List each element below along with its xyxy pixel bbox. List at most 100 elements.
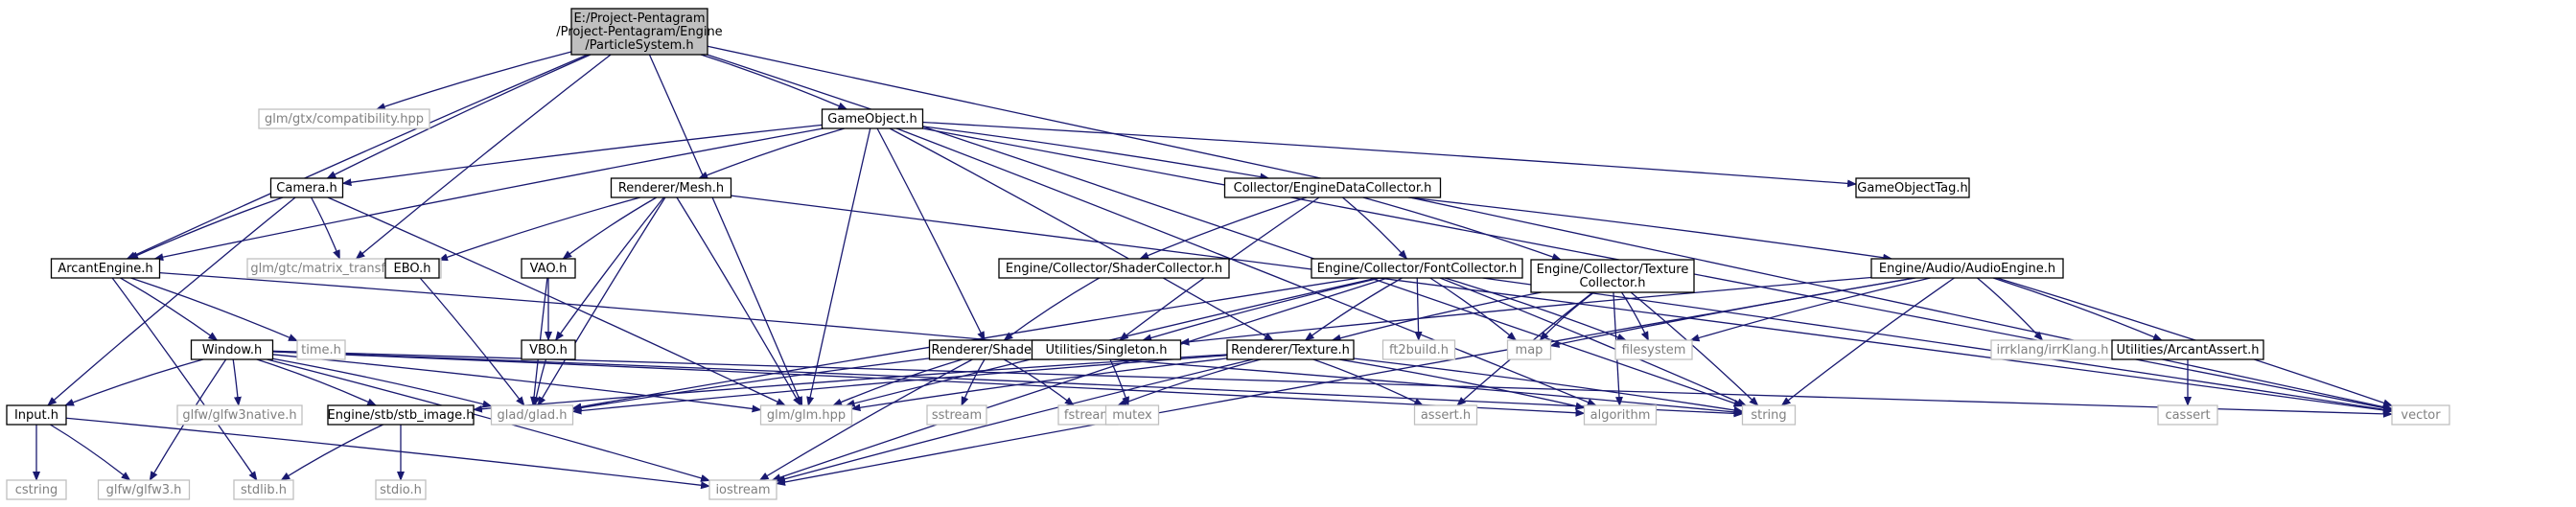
node-box <box>570 8 708 56</box>
node-box <box>490 404 574 426</box>
edge-enginedata-to-texturecollector <box>1362 196 1562 261</box>
node-box <box>258 108 430 129</box>
node-box <box>1741 404 1797 426</box>
node-box <box>1031 339 1182 360</box>
edge-shader-to-glad <box>571 357 930 412</box>
edge-window-to-glfw3native <box>232 358 242 406</box>
edge-root-to-gtcmatrix <box>355 54 612 260</box>
edge-mesh-to-vao <box>562 196 658 260</box>
edge-input-to-glfw3 <box>50 424 131 481</box>
edge-arcantengine-to-time <box>130 277 298 342</box>
node-box <box>521 339 576 360</box>
edge-gameobject-to-algorithm <box>896 127 1597 406</box>
edge-texture-to-glm <box>850 357 1228 412</box>
edge-window-to-algorithm <box>272 351 1586 417</box>
node-label: Renderer/Texture.h <box>1231 343 1350 357</box>
edge-fontcollector-to-string <box>1439 277 1747 406</box>
node-box <box>1226 339 1355 360</box>
node-box <box>926 404 987 426</box>
node-label: Camera.h <box>276 181 337 196</box>
edge-shadercollector-to-shader <box>1003 277 1101 341</box>
node-label: map <box>1516 343 1543 357</box>
edge-ebo-to-glad <box>419 277 525 406</box>
edge-enginedata-to-audioengine <box>1407 196 1893 262</box>
edge-shader-to-string <box>1049 354 1744 416</box>
edge-fontcollector-to-vector <box>1482 277 2393 414</box>
node-box <box>1530 259 1695 293</box>
node-camera[interactable]: Camera.h <box>269 177 344 198</box>
edge-audioengine-to-singleton <box>1179 276 1872 346</box>
node-label: ArcantEngine.h <box>58 262 152 276</box>
node-stdlib: stdlib.h <box>233 479 294 500</box>
node-input[interactable]: Input.h <box>6 404 67 426</box>
node-label: assert.h <box>1421 408 1471 423</box>
edge-singleton-to-mutex <box>1109 358 1129 406</box>
node-stbimage[interactable]: Engine/stb/stb_image.h <box>327 404 475 426</box>
edge-camera-to-gtcmatrix <box>311 196 340 260</box>
node-texture[interactable]: Renderer/Texture.h <box>1226 339 1355 360</box>
edge-gameobject-to-arcantengine <box>153 127 824 262</box>
node-label: GameObject.h <box>827 112 917 127</box>
node-label: stdio.h <box>380 483 422 497</box>
edge-gameobject-to-glm <box>806 127 871 406</box>
node-shadercollector[interactable]: Engine/Collector/ShaderCollector.h <box>998 258 1230 279</box>
node-box <box>176 404 303 426</box>
edge-root-to-arcantengine <box>126 54 589 260</box>
node-gameobject[interactable]: GameObject.h <box>821 108 924 129</box>
node-window[interactable]: Window.h <box>190 339 274 360</box>
node-singleton[interactable]: Utilities/Singleton.h <box>1031 339 1182 360</box>
edge-window-to-stbimage <box>256 358 378 406</box>
edge-window-to-glad <box>272 357 493 408</box>
node-box <box>97 479 191 500</box>
node-arcantassert[interactable]: Utilities/ArcantAssert.h <box>2111 339 2264 360</box>
edge-texture-to-glad <box>571 355 1228 415</box>
node-label: cassert <box>2165 408 2210 423</box>
node-cstring: cstring <box>6 479 67 500</box>
edge-texture-to-stbimage <box>473 354 1228 413</box>
node-box <box>998 258 1230 279</box>
edge-shader-to-fstream <box>1003 358 1075 406</box>
edge-texture-to-string <box>1353 357 1744 414</box>
edge-window-to-glm <box>272 354 762 413</box>
edge-gameobject-to-gameobjecttag <box>922 121 1857 188</box>
node-box <box>2111 339 2264 360</box>
node-label: algorithm <box>1590 408 1651 423</box>
node-enginedata[interactable]: Collector/EngineDataCollector.h <box>1223 177 1442 198</box>
node-label: Collector.h <box>1580 276 1646 290</box>
edge-camera-to-glm <box>327 196 786 406</box>
node-label: stdlib.h <box>241 483 287 497</box>
node-box <box>1413 404 1478 426</box>
edge-audioengine-to-arcantassert <box>1992 277 2163 341</box>
edge-texturecollector-to-texture <box>1331 291 1542 342</box>
node-audioengine[interactable]: Engine/Audio/AudioEngine.h <box>1870 258 2064 279</box>
node-label: string <box>1751 408 1786 423</box>
node-label: Collector/EngineDataCollector.h <box>1234 181 1432 196</box>
node-cassert: cassert <box>2157 404 2218 426</box>
edge-camera-to-input <box>47 196 296 406</box>
node-label: filesystem <box>1622 343 1686 357</box>
node-root[interactable]: E:/Project-Pentagram/Project-Pentagram/E… <box>556 8 723 56</box>
edge-arcantengine-to-stdlib <box>111 277 258 481</box>
edge-root-to-string <box>707 54 1744 407</box>
node-mesh[interactable]: Renderer/Mesh.h <box>610 177 732 198</box>
node-box <box>1506 339 1552 360</box>
node-vao[interactable]: VAO.h <box>521 258 576 279</box>
node-label: glad/glad.h <box>498 408 568 423</box>
node-box <box>759 404 853 426</box>
node-sstream: sstream <box>926 404 987 426</box>
node-arcantengine[interactable]: ArcantEngine.h <box>50 258 161 279</box>
node-label: ft2build.h <box>1389 343 1449 357</box>
node-label: vector <box>2401 408 2441 423</box>
edge-window-to-input <box>64 358 204 406</box>
node-box <box>2391 404 2450 426</box>
node-ebo[interactable]: EBO.h <box>384 258 440 279</box>
edge-texturecollector-to-map <box>1539 291 1595 341</box>
node-shader[interactable]: Renderer/Shader.h <box>928 339 1051 360</box>
node-fontcollector[interactable]: Engine/Collector/FontCollector.h <box>1311 258 1523 279</box>
edge-shader-to-glm <box>832 358 963 406</box>
node-time: time.h <box>296 339 346 360</box>
node-gameobjecttag[interactable]: GameObjectTag.h <box>1855 177 1970 198</box>
node-vbo[interactable]: VBO.h <box>521 339 576 360</box>
